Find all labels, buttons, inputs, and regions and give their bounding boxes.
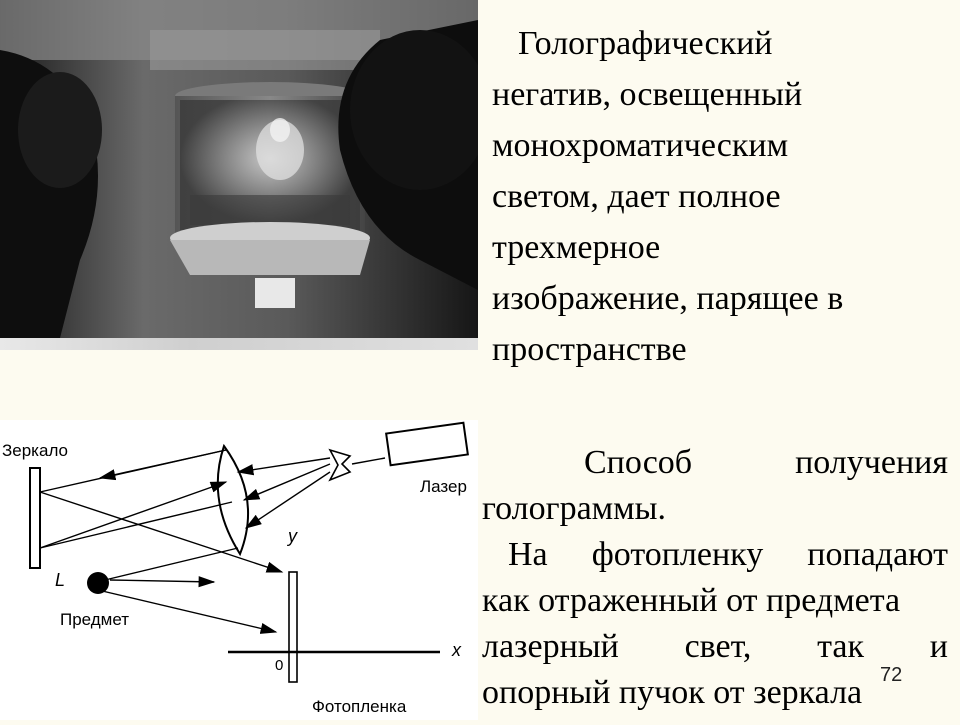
bottom-caption-line: Способ получения — [482, 440, 948, 486]
bottom-caption-line: опорный пучок от зеркала — [482, 674, 863, 711]
bottom-caption-word: Способ — [584, 444, 693, 481]
photo-film — [288, 571, 298, 683]
bottom-caption-word: лазерный — [482, 628, 619, 665]
y-axis-label: y — [286, 526, 298, 546]
mirror-letter: L — [55, 570, 65, 590]
page-number: 72 — [880, 664, 903, 686]
laser — [385, 421, 469, 467]
bottom-caption-line: голограммы. — [482, 490, 667, 527]
bottom-caption-word: так — [817, 628, 865, 665]
bottom-caption-line: На фотопленку попадают — [482, 532, 948, 578]
x-axis-label: x — [451, 640, 462, 660]
lens — [216, 443, 250, 557]
bottom-caption-line: лазерный свет, так и — [482, 624, 948, 670]
bottom-caption-word: свет, — [684, 628, 752, 665]
mirror — [29, 467, 41, 569]
top-caption-line: пространстве — [492, 331, 687, 368]
object — [87, 572, 109, 594]
top-caption-line: изображение, парящее в — [492, 280, 844, 317]
top-caption-line: светом, дает полное — [492, 178, 781, 215]
top-caption-line: трехмерное — [492, 229, 661, 266]
hologram-setup-diagram: Зеркало L Лазер Предмет Фотопленка x y — [0, 420, 478, 720]
top-caption-line: Голографический — [518, 25, 773, 62]
origin-label: 0 — [275, 657, 283, 674]
top-caption-line: негатив, освещенный — [492, 76, 803, 113]
bottom-caption-word: и — [929, 628, 948, 665]
photo-caption-strip — [0, 338, 478, 350]
object-label: Предмет — [60, 610, 129, 629]
mirror-label: Зеркало — [2, 441, 68, 460]
bottom-caption-line: как отраженный от предмета — [482, 582, 901, 619]
beam-expander — [328, 448, 352, 482]
bottom-caption-word: получения — [795, 444, 948, 481]
film-label: Фотопленка — [312, 697, 407, 716]
top-caption-line: монохроматическим — [492, 127, 789, 164]
hologram-photo — [0, 0, 478, 338]
top-caption: Голографический негатив, освещенный моно… — [492, 18, 944, 375]
bottom-caption-word: фотопленку — [591, 536, 764, 573]
bottom-caption-word: попадают — [807, 536, 948, 573]
bottom-caption-word: На — [508, 536, 548, 573]
bottom-caption: Способ получения голограммы. На фотоплен… — [482, 440, 948, 716]
laser-label: Лазер — [420, 477, 467, 496]
